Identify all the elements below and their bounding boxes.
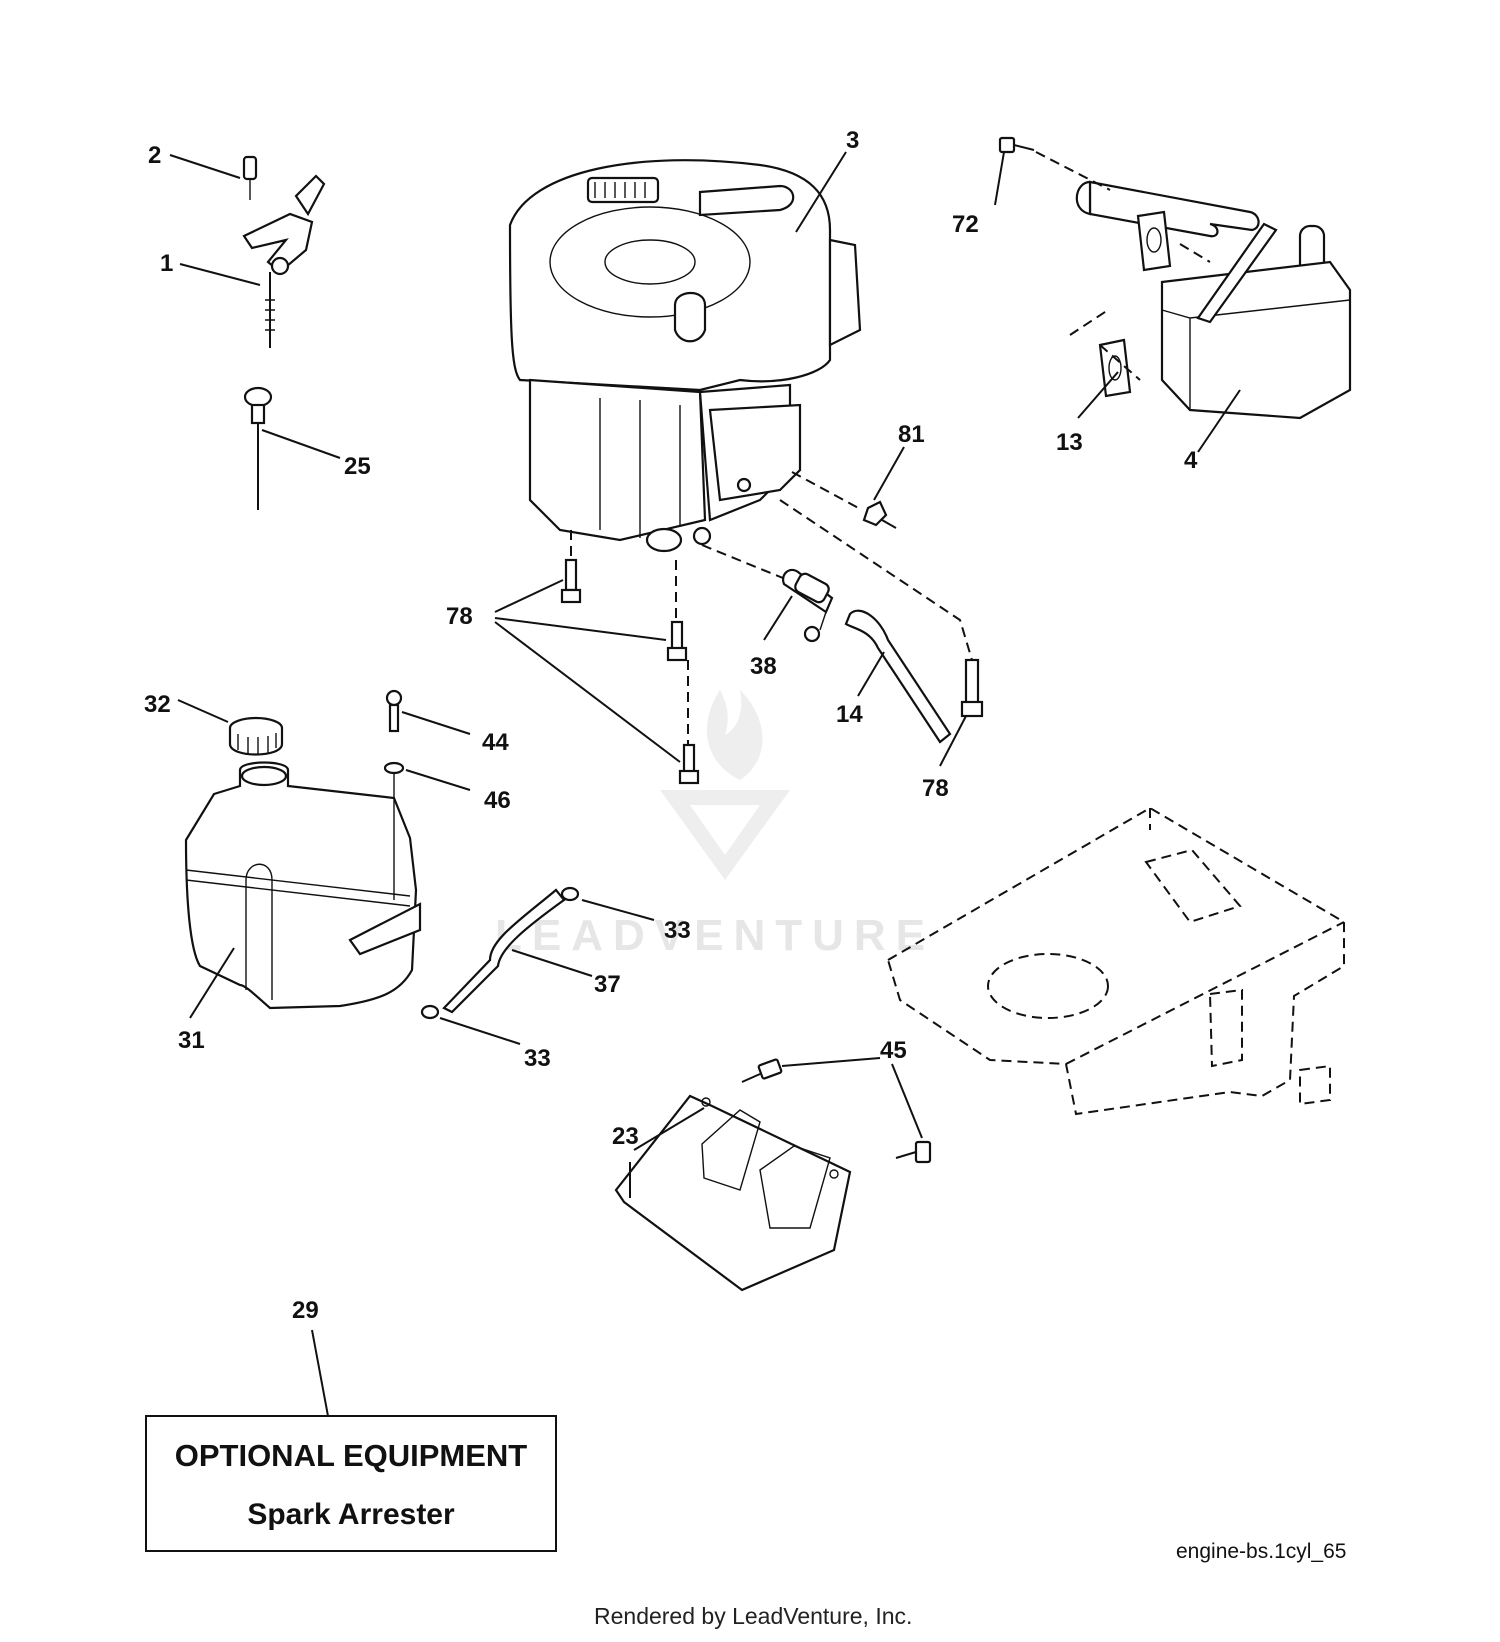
callout-13: 13 bbox=[1056, 429, 1083, 456]
callout-1: 1 bbox=[160, 250, 173, 277]
choke-control-part[interactable] bbox=[243, 386, 273, 510]
callout-78-b: 78 bbox=[922, 775, 949, 802]
fuel-line-part[interactable] bbox=[844, 609, 952, 744]
exhaust-bolt-part[interactable] bbox=[998, 136, 1035, 154]
watermark-text: LEADVENTURE bbox=[495, 911, 935, 960]
leadventure-watermark: LEADVENTURE bbox=[495, 690, 935, 960]
engine-shield-part[interactable] bbox=[614, 1094, 852, 1292]
callout-46: 46 bbox=[484, 787, 511, 814]
callout-38: 38 bbox=[750, 653, 777, 680]
engine-part[interactable] bbox=[508, 159, 862, 553]
fuel-hose-part[interactable] bbox=[442, 888, 566, 1014]
fuel-cap-part[interactable] bbox=[228, 716, 284, 756]
tank-washer-part[interactable] bbox=[383, 761, 405, 775]
muffler-part[interactable] bbox=[1075, 180, 1352, 420]
callout-4: 4 bbox=[1184, 447, 1198, 474]
spark-arrester-label: Spark Arrester bbox=[247, 1498, 455, 1531]
engine-nut-part[interactable] bbox=[862, 500, 897, 529]
callout-37: 37 bbox=[594, 971, 621, 998]
exhaust-gasket-part[interactable] bbox=[1098, 338, 1132, 398]
callout-33-b: 33 bbox=[524, 1045, 551, 1072]
callout-72: 72 bbox=[952, 211, 979, 238]
callout-81: 81 bbox=[898, 421, 925, 448]
callout-2: 2 bbox=[148, 142, 161, 169]
callout-23: 23 bbox=[612, 1123, 639, 1150]
tank-screw-part[interactable] bbox=[385, 689, 403, 733]
callout-29: 29 bbox=[292, 1297, 319, 1324]
fuel-filter-part[interactable] bbox=[782, 568, 834, 643]
shield-bolt-part[interactable] bbox=[741, 1058, 932, 1164]
callout-25: 25 bbox=[344, 453, 371, 480]
callout-14: 14 bbox=[836, 701, 863, 728]
callout-3: 3 bbox=[846, 127, 859, 154]
fuel-tank-part[interactable] bbox=[184, 761, 422, 1010]
callout-44: 44 bbox=[482, 729, 509, 756]
callout-45: 45 bbox=[880, 1037, 907, 1064]
callout-32: 32 bbox=[144, 691, 171, 718]
optional-equipment-box: OPTIONAL EQUIPMENT Spark Arrester bbox=[145, 1415, 557, 1552]
footer-credit: Rendered by LeadVenture, Inc. bbox=[594, 1603, 912, 1629]
callout-33-a: 33 bbox=[664, 917, 691, 944]
frame-outline bbox=[886, 806, 1345, 1116]
diagram-code: engine-bs.1cyl_65 bbox=[1176, 1540, 1346, 1563]
callout-78-a: 78 bbox=[446, 603, 473, 630]
callout-31: 31 bbox=[178, 1027, 205, 1054]
hose-clamp-part[interactable] bbox=[420, 886, 580, 1020]
optional-equipment-title: OPTIONAL EQUIPMENT bbox=[175, 1438, 528, 1473]
engine-bolt-part[interactable] bbox=[560, 558, 984, 785]
throttle-control-part[interactable] bbox=[242, 155, 326, 348]
